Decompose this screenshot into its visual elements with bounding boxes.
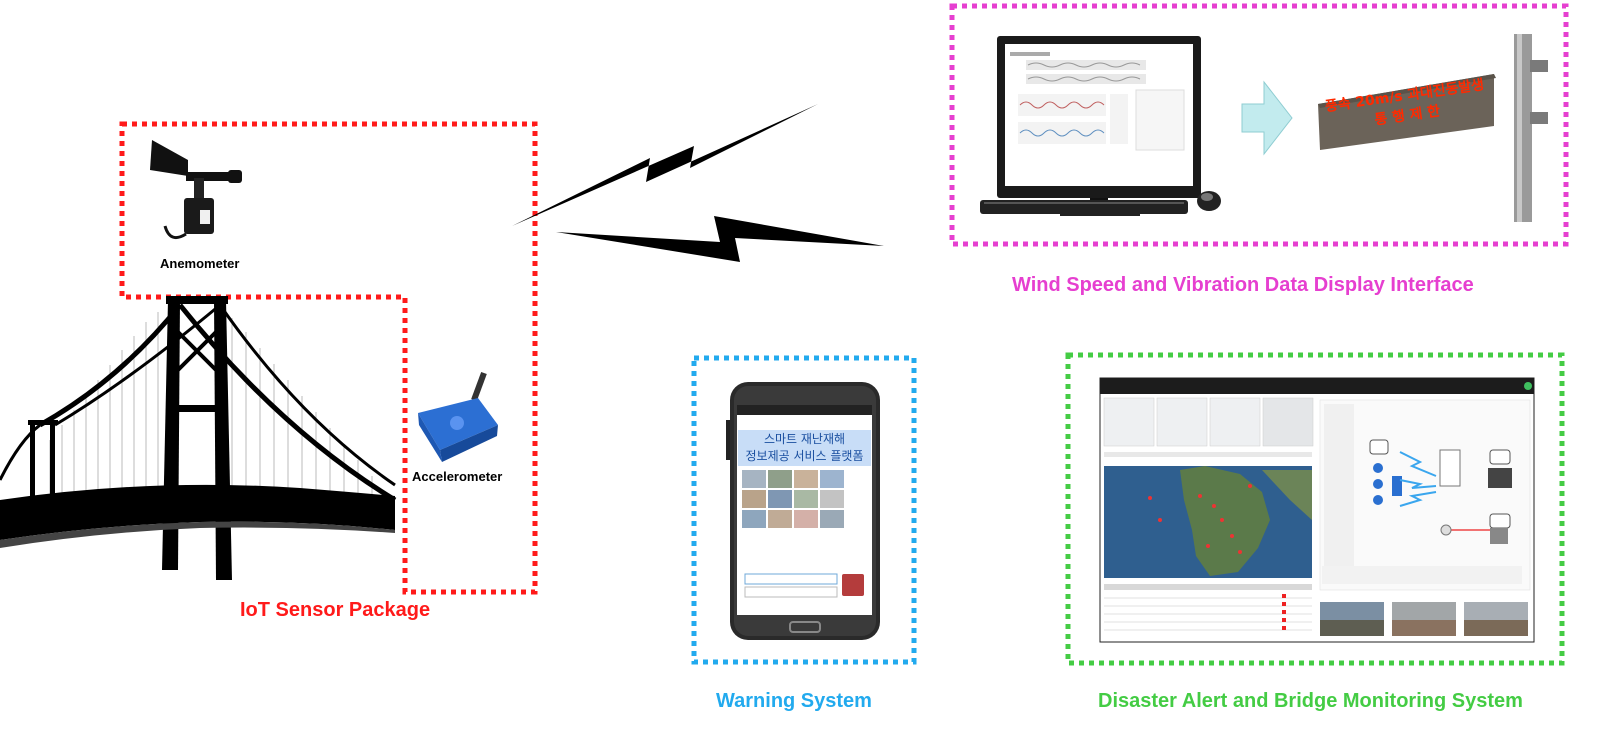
- phone-app-title: 스마트 재난재해 정보제공 서비스 플랫폼: [738, 431, 871, 465]
- monitoring-dashboard-screenshot: [1099, 377, 1535, 643]
- smartphone-illustration: [726, 382, 880, 640]
- phone-app-title-line-1: 스마트 재난재해: [763, 432, 846, 446]
- display-interface-boundary: [949, 3, 1569, 247]
- suspension-bridge-illustration: [0, 296, 397, 580]
- warning-system-boundary: [691, 355, 917, 665]
- flow-arrow-icon: [1241, 80, 1293, 156]
- variable-message-sign-illustration: [1318, 34, 1548, 222]
- wireless-link-bolt-lower: [556, 216, 884, 262]
- desktop-monitor-illustration: [980, 36, 1221, 216]
- accelerometer-illustration: [418, 371, 498, 462]
- anemometer-illustration: [150, 140, 242, 240]
- accelerometer-label: Accelerometer: [412, 469, 503, 484]
- wireless-link-bolt-upper: [512, 104, 818, 226]
- monitoring-system-caption: Disaster Alert and Bridge Monitoring Sys…: [1098, 690, 1523, 712]
- display-interface-caption: Wind Speed and Vibration Data Display In…: [1012, 274, 1474, 296]
- monitoring-system-boundary: [1065, 352, 1565, 666]
- iot-package-boundary: [119, 121, 538, 595]
- phone-app-title-line-2: 정보제공 서비스 플랫폼: [745, 449, 864, 463]
- anemometer-label: Anemometer: [160, 256, 240, 271]
- warning-system-caption: Warning System: [716, 690, 872, 712]
- iot-package-caption: IoT Sensor Package: [240, 599, 431, 621]
